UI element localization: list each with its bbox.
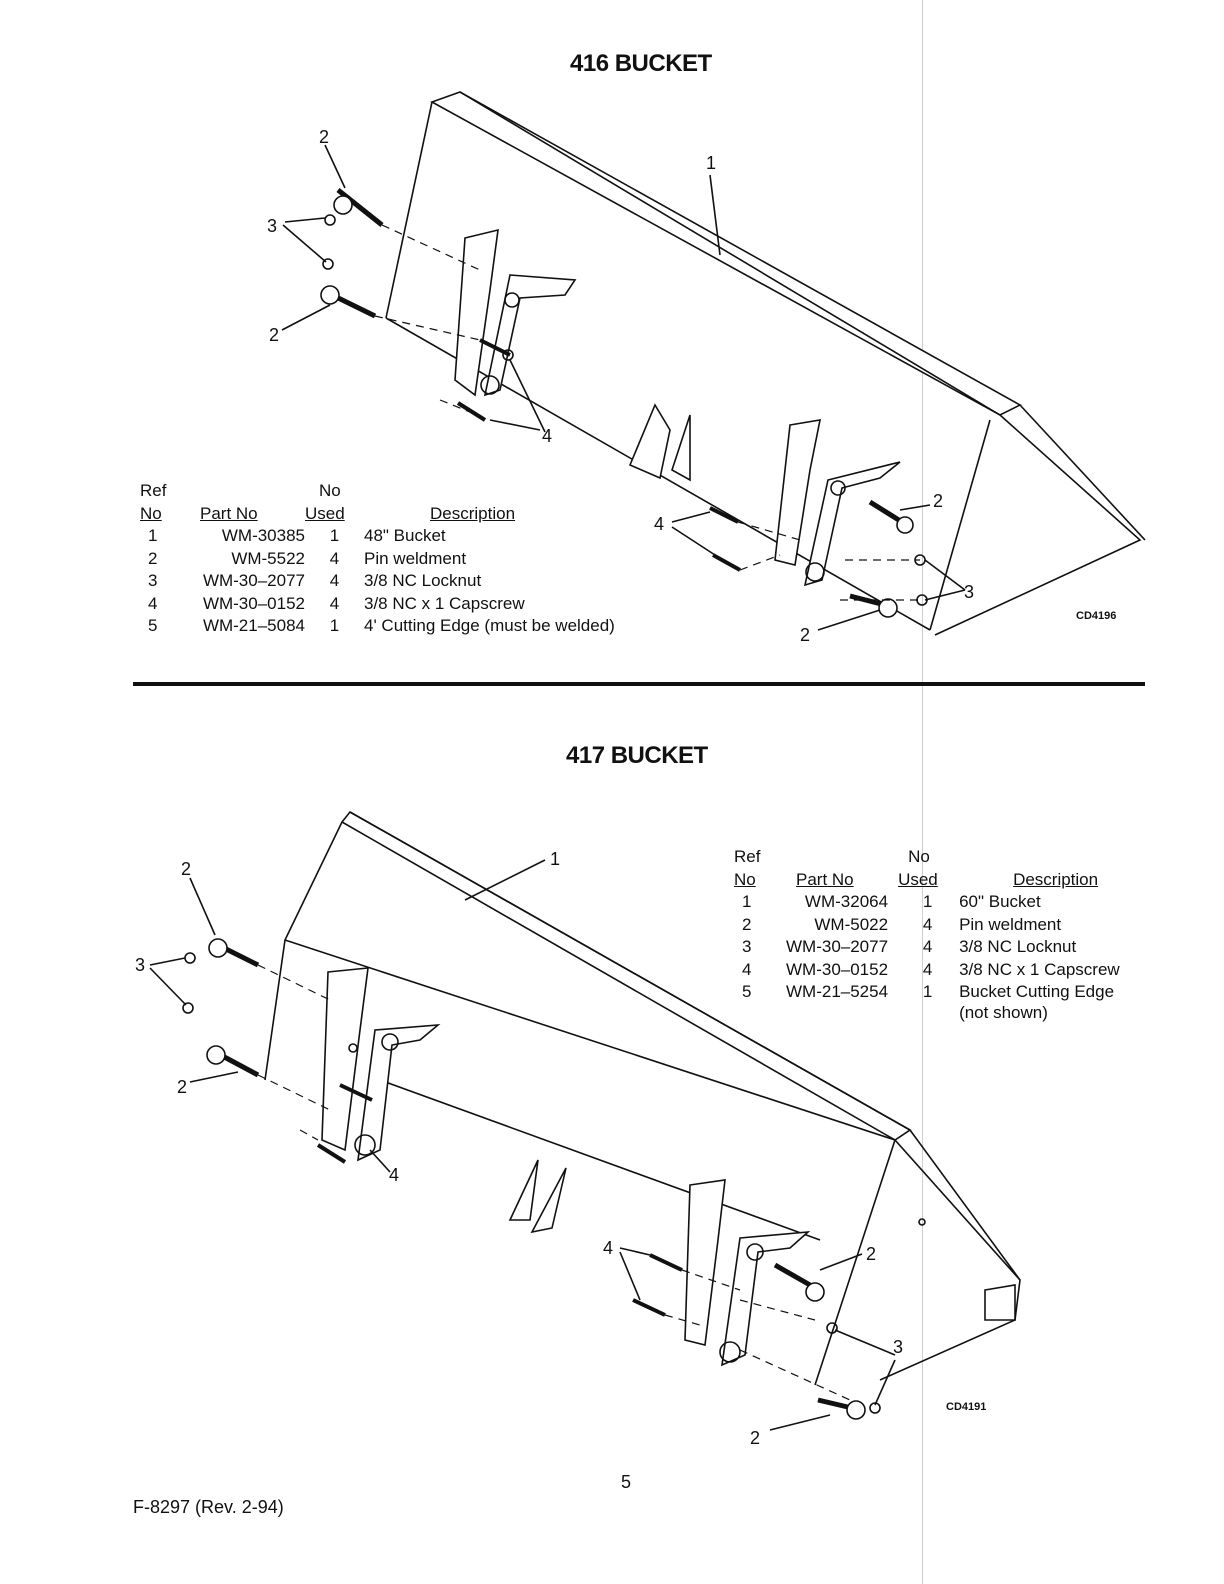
form-number: F-8297 (Rev. 2-94) (133, 1497, 284, 1517)
header-part: Part No (796, 869, 854, 889)
table-row: 4 WM-30–0152 4 3/8 NC x 1 Capscrew (742, 959, 1120, 979)
parts-table-417: Ref No No Part No Used Description 1 WM-… (734, 846, 1120, 1022)
drawing-code-416: CD4196 (1076, 610, 1117, 622)
section-417-title: 417 BUCKET (566, 742, 708, 769)
table-row: 5 WM-21–5084 1 4' Cutting Edge (must be … (148, 616, 615, 635)
callout-416-ref-2: 2 (319, 127, 330, 147)
header-description: Description (1013, 869, 1099, 889)
table-row: 1 WM-30385 1 48" Bucket (148, 526, 446, 545)
parts-table-416: Ref No No Part No Used Description 1 WM-… (140, 480, 615, 638)
callout-416-ref-1: 1 (706, 153, 717, 173)
bucket-416-drawing (0, 0, 1224, 700)
parts-table-note: (not shown) (959, 1002, 1048, 1022)
header-used-top: No (908, 847, 930, 866)
table-row: 3 WM-30–2077 4 3/8 NC Locknut (148, 571, 482, 590)
callout-416-ref-2: 2 (933, 491, 944, 511)
header-ref-top: Ref (734, 847, 761, 866)
table-row: 1 WM-32064 1 60" Bucket (742, 892, 1041, 911)
callout-416-ref-4: 4 (654, 514, 665, 534)
section-divider (133, 682, 1145, 686)
callout-416-ref-2: 2 (800, 625, 811, 645)
callout-417-ref-2: 2 (750, 1428, 761, 1448)
header-part: Part No (200, 503, 258, 523)
callout-417-ref-2: 2 (866, 1244, 877, 1264)
page-number: 5 (621, 1472, 632, 1492)
table-row: 2 WM-5022 4 Pin weldment (742, 914, 1062, 934)
callout-416-ref-2: 2 (269, 325, 280, 345)
callout-416-ref-3: 3 (964, 582, 975, 602)
header-ref: No (140, 503, 162, 523)
callout-417-ref-4: 4 (389, 1165, 400, 1185)
header-used: Used (305, 503, 345, 523)
callout-416-ref-3: 3 (267, 216, 278, 236)
header-ref: No (734, 869, 756, 889)
callout-416-ref-4: 4 (542, 426, 553, 446)
callout-417-ref-4: 4 (603, 1238, 614, 1258)
callout-417-ref-2: 2 (177, 1077, 188, 1097)
header-used: Used (898, 869, 938, 889)
header-ref-top: Ref (140, 481, 167, 500)
table-row: 2 WM-5522 4 Pin weldment (148, 548, 467, 568)
callout-417-ref-1: 1 (550, 849, 561, 869)
table-row: 4 WM-30–0152 4 3/8 NC x 1 Capscrew (148, 593, 525, 613)
header-description: Description (430, 503, 516, 523)
bucket-417-drawing (0, 780, 1224, 1540)
callout-417-ref-3: 3 (893, 1337, 904, 1357)
table-row: 5 WM-21–5254 1 Bucket Cutting Edge (742, 982, 1115, 1001)
table-row: 3 WM-30–2077 4 3/8 NC Locknut (742, 937, 1077, 956)
callout-417-ref-3: 3 (135, 955, 146, 975)
scan-artifact-line (922, 0, 923, 1584)
callout-417-ref-2: 2 (181, 859, 192, 879)
header-used-top: No (319, 481, 341, 500)
drawing-code-417: CD4191 (946, 1401, 987, 1413)
section-416-title: 416 BUCKET (570, 50, 712, 77)
